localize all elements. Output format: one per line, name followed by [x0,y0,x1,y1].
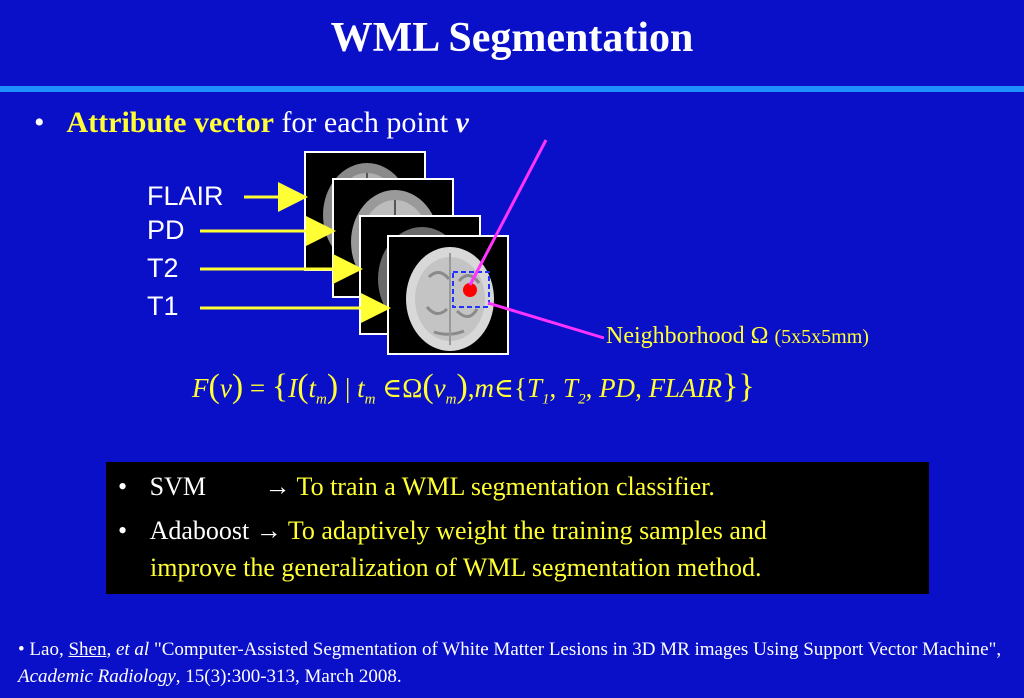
formula-pd: PD [599,373,636,403]
pointer-v [468,139,548,286]
reference-journal: Academic Radiology [18,666,176,687]
formula-T2: T [563,373,579,403]
reference-etal: et al [115,639,150,660]
adaboost-description-a: To adaptively weight the training sample… [287,516,767,545]
label-t2: T2 [147,253,179,283]
adaboost-line: • Adaboost → To adaptively weight the tr… [118,516,767,546]
attribute-vector-bullet: • Attribute vector for each point v [34,106,469,140]
svm-arrow: → [264,472,291,501]
label-t1: T1 [147,291,179,321]
bullet-rest-text: for each point [273,106,456,139]
attribute-vector-formula: F(v) = {I(tm) | tm ∈Ω(vm),m∈{T1, T2, PD,… [192,368,755,408]
formula-I: I [288,373,298,403]
pointer-neighborhood [487,301,605,340]
label-pd: PD [147,215,185,245]
formula-sub-m2: m [364,391,376,408]
formula-sub-m3: m [445,391,457,408]
formula-t1: t [308,373,317,403]
svm-label: SVM [149,472,206,501]
formula-t2: t [357,373,365,403]
title-divider [0,86,1024,92]
formula-m: m [474,373,495,403]
formula-omega: Ω [402,373,423,403]
bullet-dot: • [34,106,45,139]
reference-author-shen: Shen [68,639,107,660]
attribute-vector-label: Attribute vector [66,106,274,139]
formula-F: F [192,373,209,403]
adaboost-arrow: → [255,516,282,545]
formula-v: v [219,373,232,403]
neighborhood-size: (5x5x5mm) [774,326,869,348]
reference-sep: , [106,639,116,660]
svm-bullet: • [118,472,128,501]
formula-v2: v [433,373,446,403]
adaboost-label: Adaboost [149,516,250,545]
point-v: v [455,106,469,139]
neighborhood-label: Neighborhood Ω (5x5x5mm) [606,323,869,350]
reference-citation: • Lao, Shen, et al "Computer-Assisted Se… [18,636,1008,690]
reference-details: , 15(3):300-313, March 2008. [175,666,402,687]
formula-sub-1: 1 [542,391,550,408]
formula-T1: T [527,373,543,403]
reference-author-lao: Lao, [29,639,69,660]
slide-title: WML Segmentation [330,15,694,61]
label-flair: FLAIR [147,181,224,211]
methods-box: • SVM → To train a WML segmentation clas… [106,462,929,594]
formula-sub-m1: m [316,391,327,408]
svm-description: To train a WML segmentation classifier. [296,472,715,501]
neighborhood-text: Neighborhood Ω [606,323,769,349]
formula-sub-2: 2 [578,391,586,408]
reference-title: "Computer-Assisted Segmentation of White… [149,639,1002,660]
svm-line: • SVM → To train a WML segmentation clas… [118,472,715,502]
reference-bullet: • [18,639,25,660]
adaboost-bullet: • [118,516,128,545]
adaboost-line-2: improve the generalization of WML segmen… [150,553,762,583]
mri-scan-t1 [387,235,509,355]
formula-flair: FLAIR [648,373,723,403]
adaboost-description-b: improve the generalization of WML segmen… [150,553,762,582]
brain-image-t1 [406,247,494,351]
